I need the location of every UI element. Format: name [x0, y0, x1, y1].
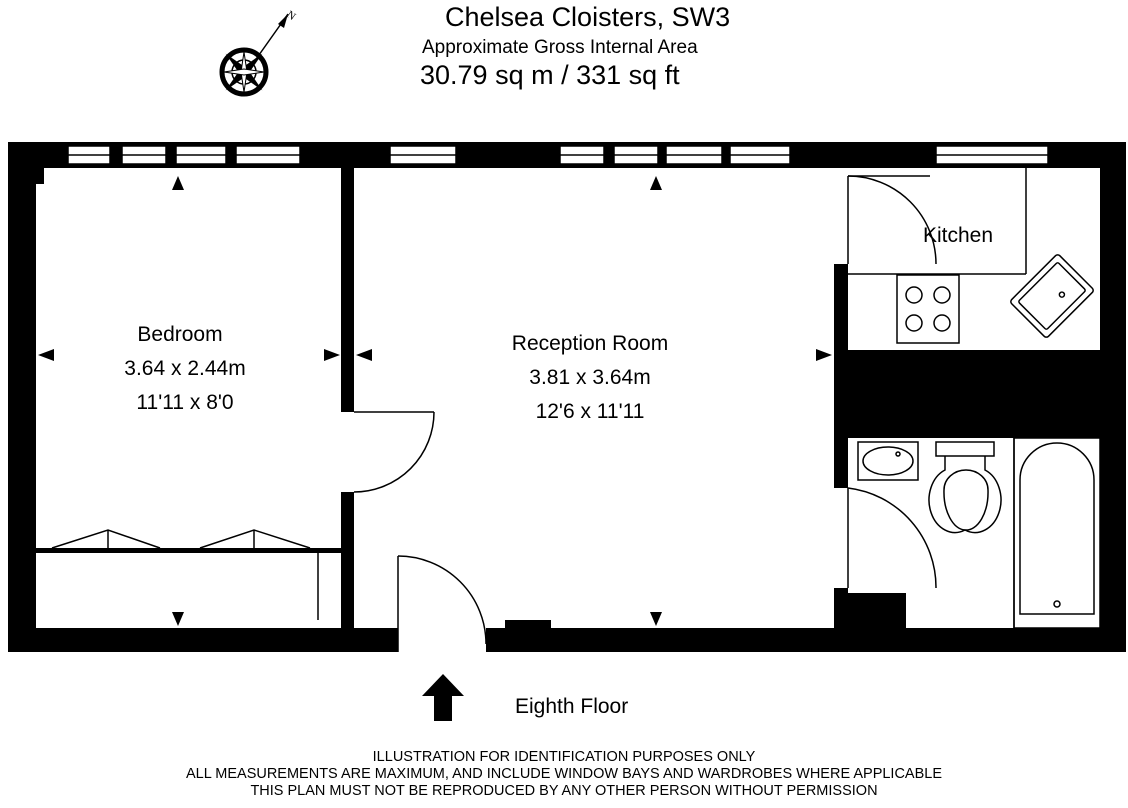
room-name-kitchen: Kitchen [922, 224, 994, 247]
room-imperial-reception: 12'6 x 11'11 [535, 400, 645, 423]
compass-rose-icon: N [219, 9, 298, 97]
area-value: 30.79 sq m / 331 sq ft [420, 60, 680, 90]
plan-title: Chelsea Cloisters, SW3 [445, 2, 731, 32]
floor-label: Eighth Floor [515, 695, 629, 718]
entrance-arrow-icon [422, 674, 464, 721]
kitchen-fittings [848, 168, 1094, 344]
hob-icon [896, 274, 960, 344]
disclaimer-line: ILLUSTRATION FOR IDENTIFICATION PURPOSES… [372, 749, 756, 765]
svg-text:N: N [284, 9, 297, 23]
disclaimer-line: THIS PLAN MUST NOT BE REPRODUCED BY ANY … [250, 783, 878, 799]
sink-icon [1010, 254, 1094, 338]
doors [51, 175, 937, 652]
room-name-reception: Reception Room [511, 332, 669, 355]
area-caption: Approximate Gross Internal Area [422, 37, 698, 58]
bathroom-fittings [857, 437, 1101, 629]
toilet-icon [935, 441, 995, 457]
bathtub-icon [1013, 437, 1101, 629]
dimension-markers [38, 176, 832, 626]
room-imperial-bedroom: 11'11 x 8'0 [136, 391, 234, 414]
windows [67, 145, 1049, 165]
room-metric-bedroom: 3.64 x 2.44m [124, 357, 246, 380]
disclaimer: ILLUSTRATION FOR IDENTIFICATION PURPOSES… [0, 749, 1128, 800]
room-name-bedroom: Bedroom [137, 323, 223, 346]
room-metric-reception: 3.81 x 3.64m [529, 366, 651, 389]
disclaimer-line: ALL MEASUREMENTS ARE MAXIMUM, AND INCLUD… [185, 766, 943, 782]
basin-icon [857, 441, 919, 481]
